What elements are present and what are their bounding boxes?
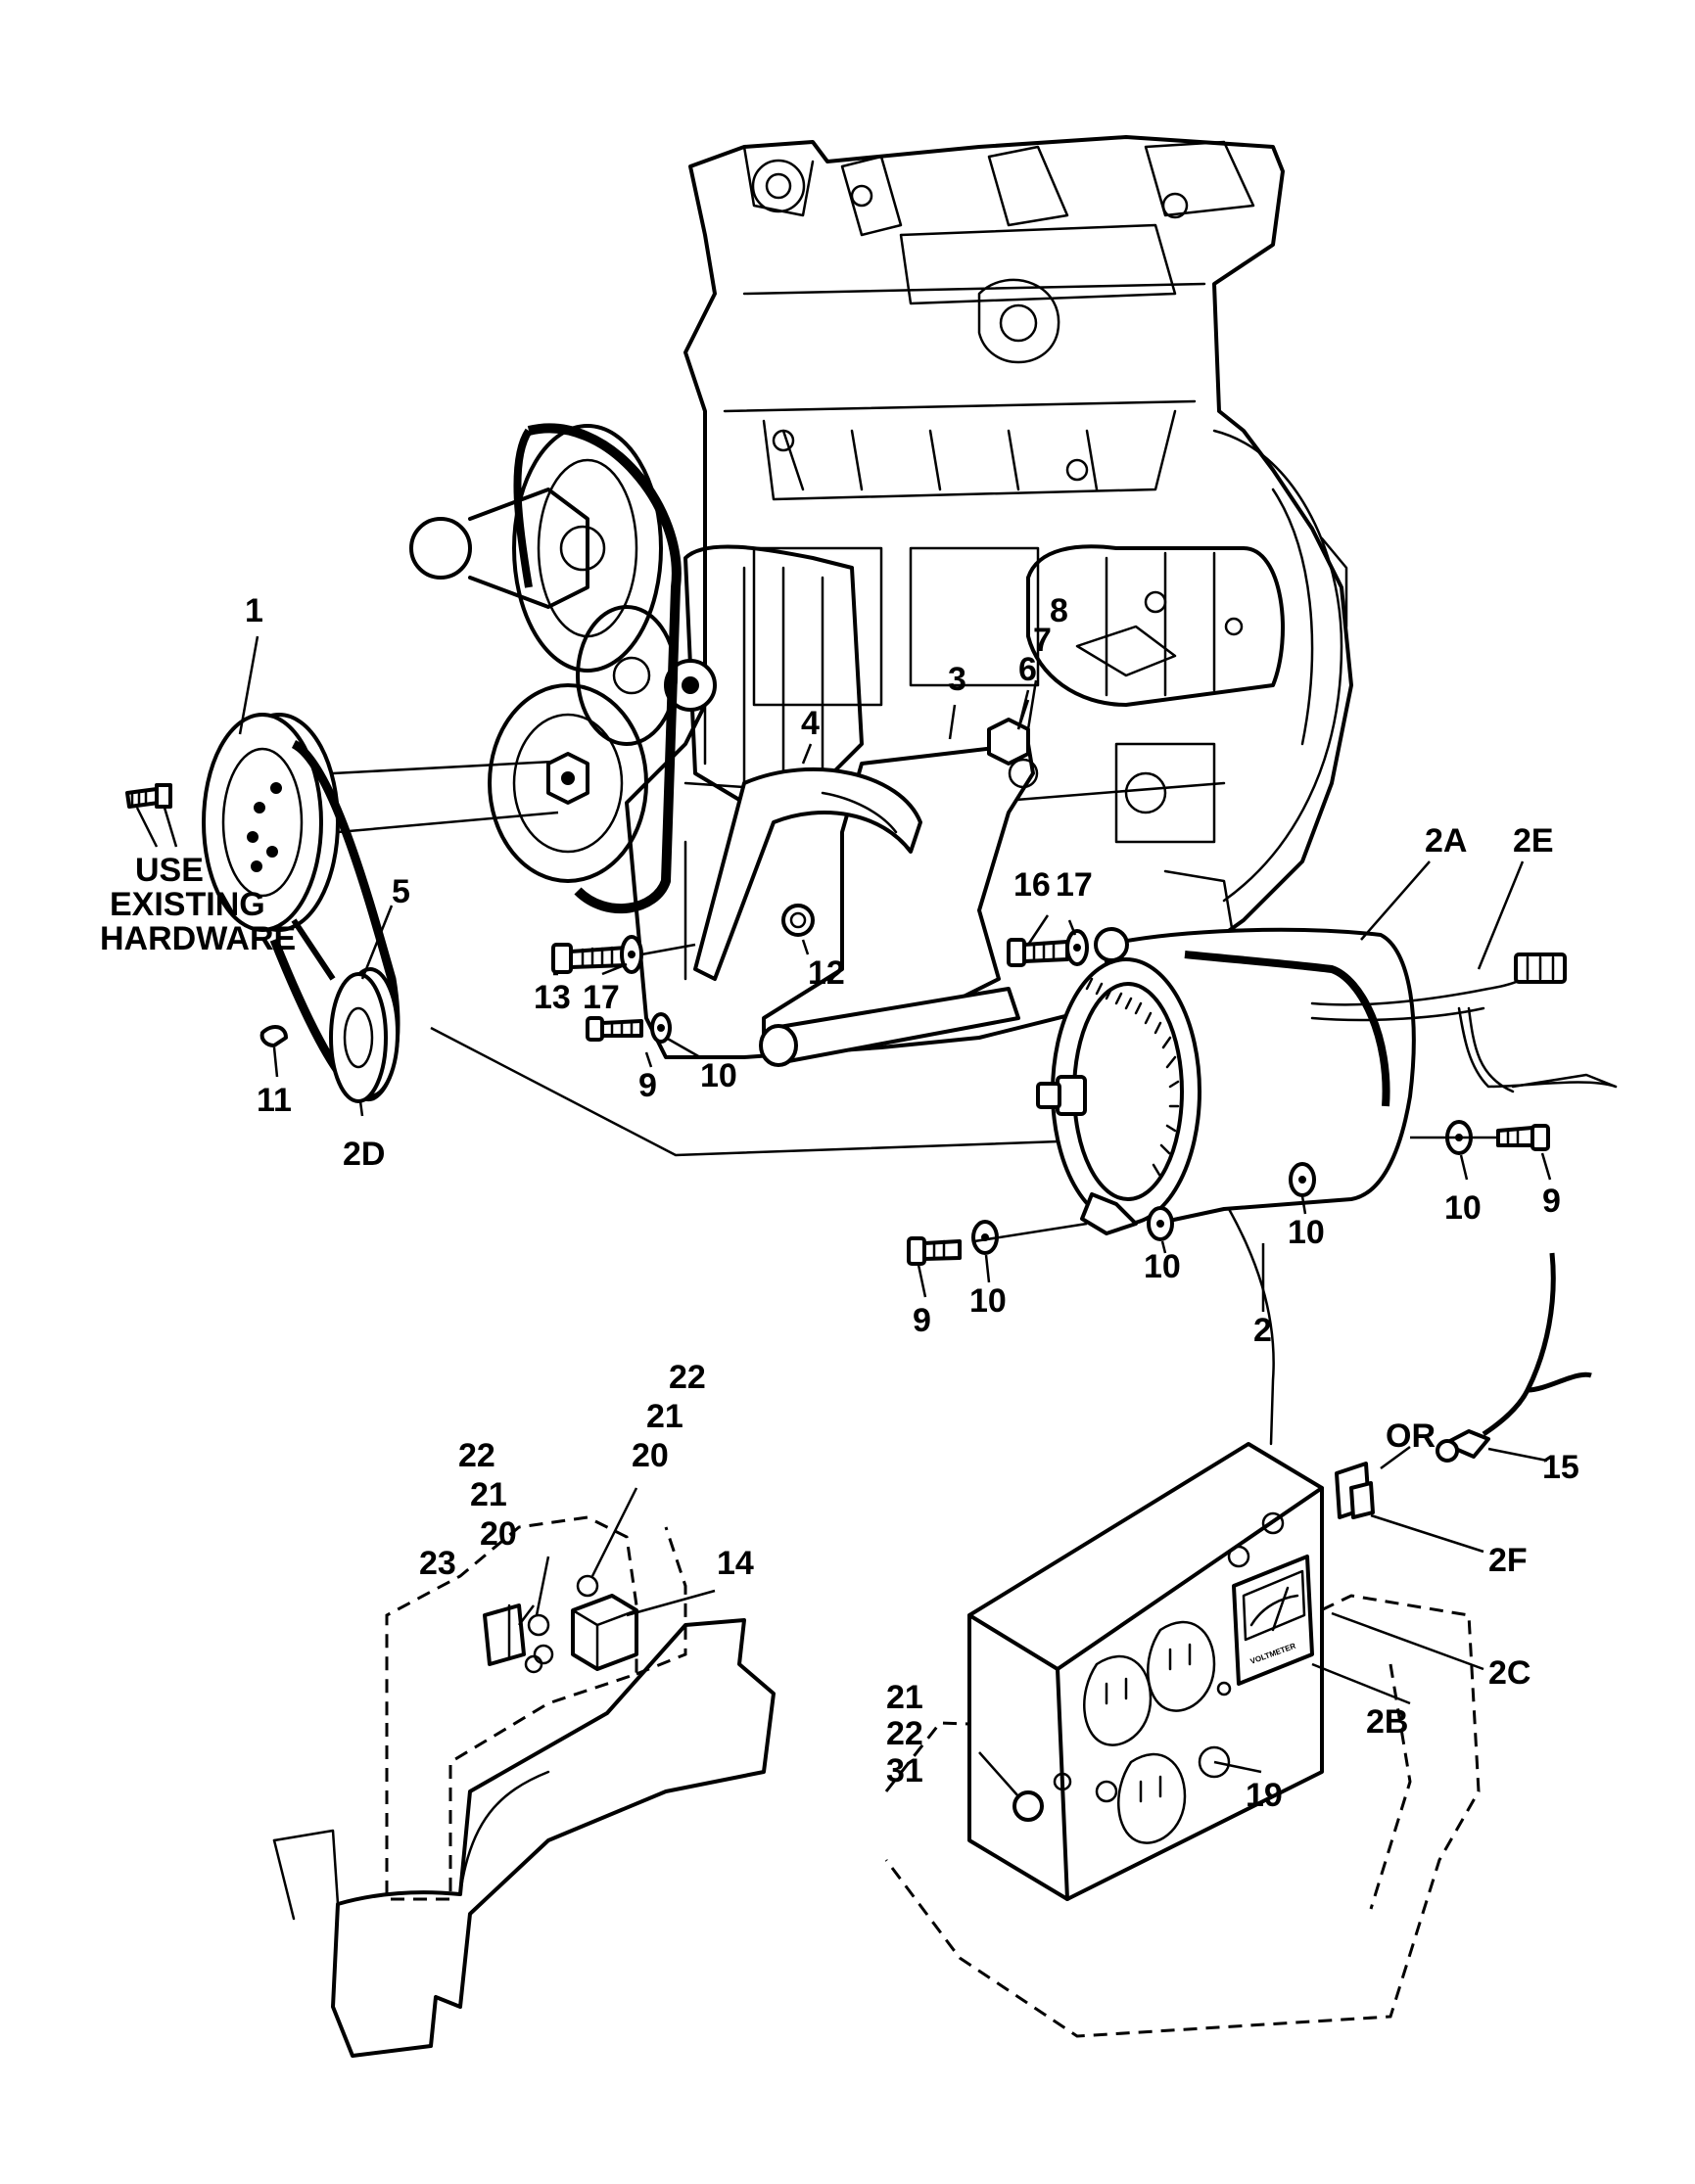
hardware-screw <box>125 783 172 809</box>
callout-17-right: 17 <box>1056 866 1093 904</box>
callout-11: 11 <box>257 1082 292 1119</box>
engine-alternator <box>664 544 864 805</box>
mounting-bracket-3 <box>759 742 1039 1067</box>
callout-9-left: 9 <box>638 1067 657 1104</box>
callout-10-right: 10 <box>1444 1189 1482 1227</box>
pulley-alignment-line-top <box>332 760 554 775</box>
bolt-9-left <box>586 1016 643 1042</box>
note-line-2: EXISTING <box>110 886 265 923</box>
nut-6 <box>987 718 1030 766</box>
callout-2b: 2B <box>1366 1703 1408 1741</box>
callout-2e: 2E <box>1513 822 1554 860</box>
callout-20-a: 20 <box>632 1437 669 1474</box>
callout-10-mid2: 10 <box>1144 1248 1181 1285</box>
callout-19: 19 <box>1246 1777 1283 1814</box>
callout-4: 4 <box>801 705 820 742</box>
callout-15: 15 <box>1542 1449 1579 1486</box>
callout-13: 13 <box>534 979 571 1016</box>
callout-3: 3 <box>948 661 966 698</box>
nut-12 <box>781 904 815 937</box>
bolt-13-axis <box>640 943 696 956</box>
callout-2d: 2D <box>343 1136 385 1173</box>
shaft-alignment-line <box>430 1026 1088 1157</box>
connector-15 <box>1436 1429 1490 1463</box>
outlet-box-2b <box>884 1442 1481 2038</box>
callout-17-left: 17 <box>583 979 620 1016</box>
engine-pulleys <box>409 423 682 914</box>
relay-14 <box>483 1574 638 1674</box>
callout-21-c: 21 <box>886 1679 923 1716</box>
washer-17-left <box>620 935 643 974</box>
washer-17-right <box>1065 929 1089 966</box>
note-line-3: HARDWARE <box>100 920 296 957</box>
voltmeter-2c: VOLTMETER <box>1232 1555 1314 1686</box>
callout-or: OR <box>1386 1417 1436 1455</box>
callout-10-left: 10 <box>700 1057 737 1094</box>
callout-16: 16 <box>1013 866 1051 904</box>
pulley-alignment-line-bottom <box>337 811 559 834</box>
generator-2a <box>1036 927 1416 1235</box>
callout-22-c: 22 <box>886 1715 923 1752</box>
alternator-pulley-2d <box>329 967 400 1103</box>
callout-10-bottom: 10 <box>969 1282 1007 1320</box>
callout-7: 7 <box>1033 622 1052 659</box>
adjusting-strap-4 <box>693 767 922 981</box>
bolt-13 <box>551 943 629 974</box>
callout-9-right: 9 <box>1542 1183 1561 1220</box>
bolt-16 <box>1007 938 1069 967</box>
woodruff-key-11 <box>259 1025 288 1047</box>
callout-21-b: 21 <box>470 1476 507 1513</box>
callout-5: 5 <box>392 873 410 910</box>
callout-leaders <box>135 635 1552 1797</box>
callout-22-a: 22 <box>669 1359 706 1396</box>
callout-2a: 2A <box>1425 822 1467 860</box>
callout-6: 6 <box>1018 651 1037 688</box>
callout-22-b: 22 <box>458 1437 495 1474</box>
generator-wiring-2e <box>1310 953 1618 1093</box>
lead-cable-split <box>1527 1371 1592 1393</box>
frame-rail <box>272 1515 776 2058</box>
callout-23: 23 <box>419 1545 456 1582</box>
callout-1: 1 <box>245 592 263 629</box>
callout-14: 14 <box>717 1545 754 1582</box>
connector-2f <box>1335 1462 1375 1519</box>
lead-cable-15 <box>1482 1252 1556 1437</box>
generator-bolt-axis-bottom <box>973 1222 1088 1243</box>
callout-2c: 2C <box>1488 1654 1530 1692</box>
callout-8: 8 <box>1050 592 1068 629</box>
note-line-1: USE <box>135 852 204 889</box>
callout-12: 12 <box>808 954 845 992</box>
callout-9-bottom: 9 <box>913 1302 931 1339</box>
callout-2f: 2F <box>1488 1542 1528 1579</box>
callout-31: 31 <box>886 1752 923 1789</box>
callout-10-mid1: 10 <box>1288 1214 1325 1251</box>
washer-10-left <box>650 1012 672 1044</box>
callout-2: 2 <box>1253 1312 1272 1349</box>
callout-21-a: 21 <box>646 1398 683 1435</box>
callout-20-b: 20 <box>480 1515 517 1553</box>
